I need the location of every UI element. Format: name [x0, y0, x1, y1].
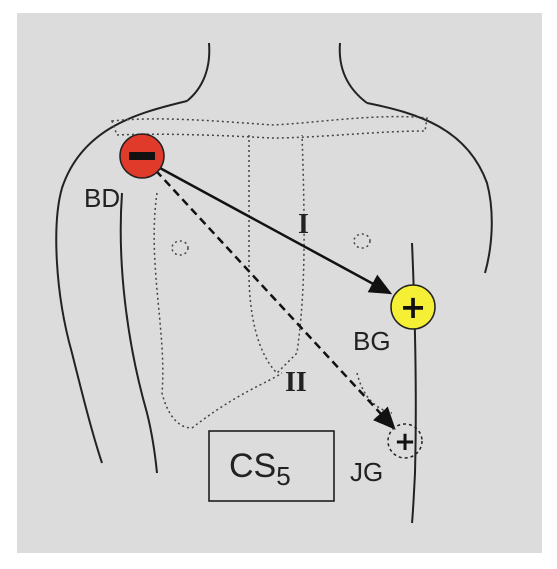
left-nipple-mark	[172, 241, 188, 255]
sternum-line	[249, 135, 304, 373]
clavicle-line	[112, 117, 427, 138]
rib-lower-line	[192, 373, 282, 428]
jg-electrode: +	[388, 424, 422, 458]
lead-1-arrow	[147, 161, 390, 293]
left-arm-inner-line	[121, 193, 157, 473]
neck-left-line	[187, 43, 209, 101]
cs5-main-text: CS	[229, 447, 276, 485]
right-shoulder-line	[367, 103, 492, 273]
bd-label: BD	[84, 183, 120, 213]
cs5-subscript-text: 5	[276, 461, 290, 491]
ecg-lead-diagram: I II BD + BG + JG CS5	[17, 13, 542, 553]
bg-electrode: +	[391, 285, 435, 329]
lead-2-label: II	[285, 367, 307, 398]
cs5-label: CS5	[229, 447, 291, 491]
right-nipple-mark	[354, 234, 370, 248]
bg-label: BG	[353, 326, 391, 356]
rib-left-line	[154, 193, 192, 428]
lead-1-label: I	[298, 209, 309, 240]
lead-2-arrow	[147, 161, 394, 428]
bd-minus-icon	[129, 152, 155, 160]
bd-electrode	[120, 134, 164, 178]
bg-sign: +	[400, 288, 427, 326]
jg-label: JG	[350, 457, 383, 487]
neck-right-line	[340, 43, 367, 103]
jg-sign: +	[394, 427, 416, 457]
